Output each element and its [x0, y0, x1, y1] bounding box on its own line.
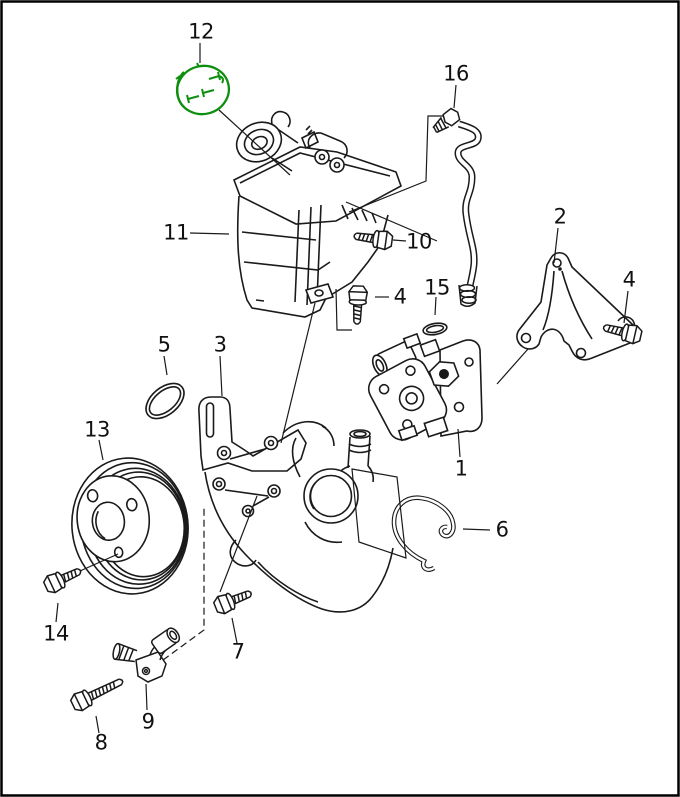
callout-label-7[interactable]: 7 — [231, 639, 245, 664]
callout-label-15[interactable]: 15 — [424, 275, 450, 300]
part-bolt-7[interactable] — [211, 583, 256, 617]
part-carrier-bracket[interactable] — [199, 397, 393, 612]
part-reservoir-cap[interactable] — [172, 60, 235, 120]
callout-label-12[interactable]: 12 — [188, 19, 214, 44]
callout-label-16[interactable]: 16 — [443, 61, 469, 86]
callout-label-5[interactable]: 5 — [157, 332, 171, 357]
callout-label-6[interactable]: 6 — [495, 517, 509, 542]
part-bolt-10[interactable] — [352, 226, 394, 252]
callout-label-3[interactable]: 3 — [213, 332, 227, 357]
callout-label-8[interactable]: 8 — [94, 730, 108, 755]
part-bolt-14[interactable] — [41, 561, 85, 596]
part-belt-pulley[interactable] — [65, 452, 195, 599]
leader-lines — [56, 43, 628, 733]
part-fluid-reservoir[interactable] — [230, 112, 401, 317]
callout-label-13[interactable]: 13 — [84, 417, 110, 442]
part-o-ring-gasket[interactable] — [139, 377, 190, 426]
part-o-ring-small[interactable] — [422, 321, 448, 336]
part-spring-clip[interactable] — [394, 498, 453, 570]
part-support-bracket[interactable] — [517, 253, 638, 360]
callout-label-1[interactable]: 1 — [454, 456, 468, 481]
part-bolt-4a[interactable] — [347, 284, 369, 326]
part-bolt-8[interactable] — [68, 671, 128, 714]
callout-label-4a[interactable]: 4 — [393, 284, 407, 309]
callout-label-11[interactable]: 11 — [163, 220, 189, 245]
callout-label-9[interactable]: 9 — [141, 709, 155, 734]
callout-label-4b[interactable]: 4 — [622, 267, 636, 292]
callout-label-10[interactable]: 10 — [406, 229, 432, 254]
callout-label-2[interactable]: 2 — [553, 204, 567, 229]
part-pressure-line[interactable] — [431, 107, 479, 307]
part-hose-union-fitting[interactable] — [112, 626, 182, 682]
part-power-steering-pump[interactable] — [364, 334, 482, 445]
callout-label-14[interactable]: 14 — [43, 621, 69, 646]
